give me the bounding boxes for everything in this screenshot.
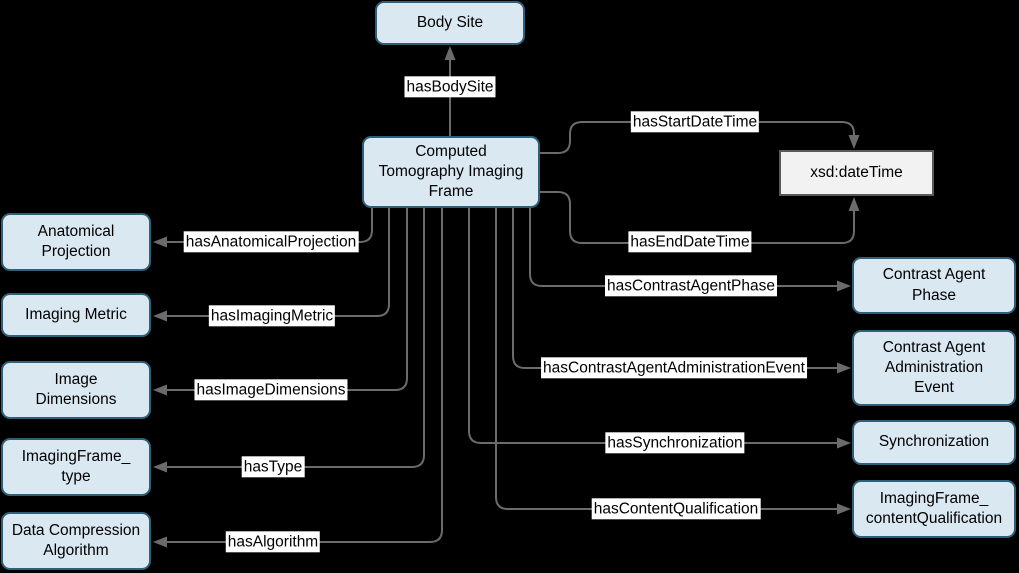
- arrowhead-left-icon: [153, 461, 167, 473]
- arrowhead-left-icon: [153, 236, 167, 248]
- arrowhead-down-icon: [848, 135, 860, 149]
- node-body-site: Body Site: [375, 1, 525, 45]
- edge-label-has-type: hasType: [241, 456, 305, 478]
- edge-label-has-content-qualification: hasContentQualification: [591, 498, 761, 520]
- edge-has-start-datetime: [540, 121, 860, 154]
- edge-has-synchronization: [468, 208, 851, 449]
- node-image-dimensions: Image Dimensions: [1, 361, 151, 419]
- arrowhead-up-icon: [444, 46, 456, 60]
- arrowhead-right-icon: [837, 437, 851, 449]
- edge-label-has-contrast-agent-administration-event: hasContrastAgentAdministrationEvent: [541, 357, 807, 379]
- edge-has-end-datetime: [540, 191, 860, 244]
- node-contrast-agent-administration-event: Contrast Agent Administration Event: [852, 330, 1016, 406]
- node-xsd-datetime: xsd:dateTime: [779, 150, 934, 196]
- node-synchronization: Synchronization: [852, 420, 1016, 465]
- edge-label-has-start-datetime: hasStartDateTime: [630, 111, 760, 133]
- edge-has-imaging-metric: [153, 208, 390, 322]
- node-imagingframe-contentqualification: ImagingFrame_ contentQualification: [852, 480, 1016, 538]
- arrowhead-up-icon: [848, 197, 860, 211]
- arrowhead-right-icon: [837, 280, 851, 292]
- edge-has-content-qualification: [495, 208, 851, 515]
- arrowhead-right-icon: [837, 362, 851, 374]
- edge-has-algorithm: [153, 208, 443, 548]
- arrowhead-right-icon: [837, 503, 851, 515]
- edge-has-body-site: [444, 46, 456, 136]
- edge-label-has-end-datetime: hasEndDateTime: [628, 231, 752, 253]
- edge-label-has-body-site: hasBodySite: [404, 76, 496, 98]
- edge-has-anatomical-projection: [153, 208, 373, 248]
- edge-has-contrast-agent-phase: [529, 208, 851, 292]
- node-imagingframe-type: ImagingFrame_ type: [1, 438, 151, 496]
- edge-has-type: [153, 208, 425, 473]
- node-contrast-agent-phase: Contrast Agent Phase: [852, 257, 1016, 314]
- edge-label-has-synchronization: hasSynchronization: [605, 432, 745, 454]
- edge-label-has-anatomical-projection: hasAnatomicalProjection: [183, 231, 359, 253]
- edge-label-has-imaging-metric: hasImagingMetric: [208, 305, 336, 327]
- arrowhead-left-icon: [153, 384, 167, 396]
- arrowhead-left-icon: [153, 310, 167, 322]
- arrowhead-left-icon: [153, 536, 167, 548]
- edge-label-has-contrast-agent-phase: hasContrastAgentPhase: [604, 275, 778, 297]
- node-imaging-metric: Imaging Metric: [1, 293, 151, 337]
- edge-label-has-image-dimensions: hasImageDimensions: [194, 379, 348, 401]
- edge-has-contrast-agent-administration-event: [512, 208, 851, 374]
- node-computed-tomography-imaging-frame: Computed Tomography Imaging Frame: [362, 136, 540, 208]
- node-anatomical-projection: Anatomical Projection: [1, 213, 151, 271]
- node-data-compression-algorithm: Data Compression Algorithm: [1, 512, 151, 570]
- edge-has-image-dimensions: [153, 208, 408, 396]
- edge-label-has-algorithm: hasAlgorithm: [225, 531, 321, 553]
